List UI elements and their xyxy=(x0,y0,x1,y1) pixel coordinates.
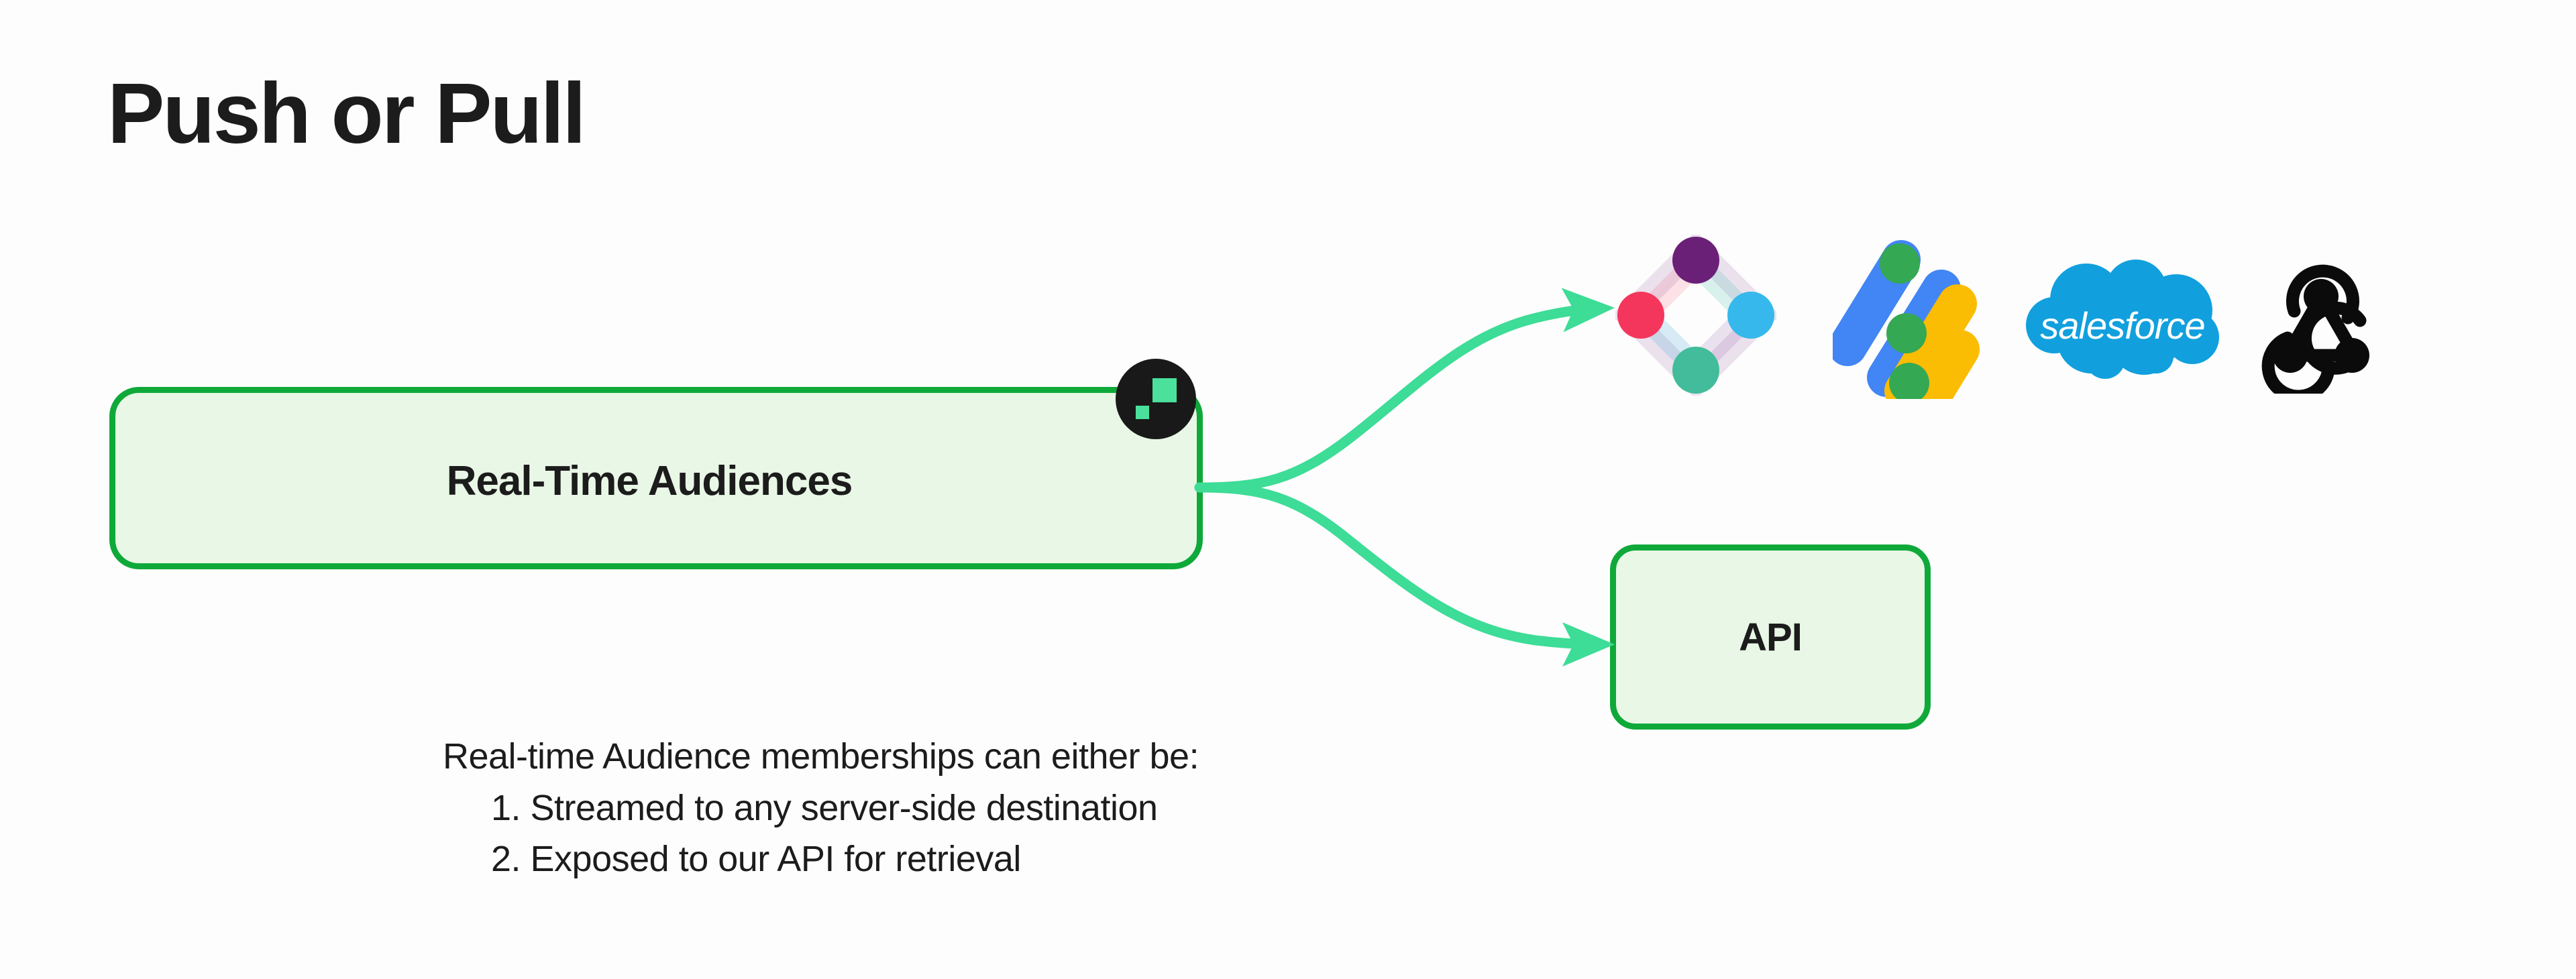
google-ads-logo-icon xyxy=(1833,240,1980,399)
caption-item-1: 1. Streamed to any server-side destinati… xyxy=(491,787,1158,828)
api-label: API xyxy=(1739,615,1803,659)
braze-logo-icon xyxy=(1615,235,1776,396)
arrow-to-destinations-path xyxy=(1194,288,1615,493)
caption-block: Real-time Audience memberships can eithe… xyxy=(443,731,1199,885)
salesforce-wordmark: salesforce xyxy=(2040,304,2204,347)
amplitude-square-large xyxy=(1152,378,1177,402)
amplitude-mark xyxy=(1134,378,1178,420)
arrow-to-api-path xyxy=(1194,482,1615,667)
caption-lead: Real-time Audience memberships can eithe… xyxy=(443,736,1199,776)
caption-item-2: 2. Exposed to our API for retrieval xyxy=(491,839,1021,880)
page-title: Push or Pull xyxy=(107,66,586,162)
salesforce-logo-icon: salesforce xyxy=(2026,260,2219,379)
real-time-audiences-label: Real-Time Audiences xyxy=(446,457,853,504)
amplitude-square-small xyxy=(1136,406,1149,419)
api-box[interactable]: API xyxy=(1610,544,1931,730)
real-time-audiences-box[interactable]: Real-Time Audiences xyxy=(109,387,1203,569)
amplitude-logo-icon xyxy=(1116,359,1196,439)
webhook-logo-icon xyxy=(2261,264,2369,394)
